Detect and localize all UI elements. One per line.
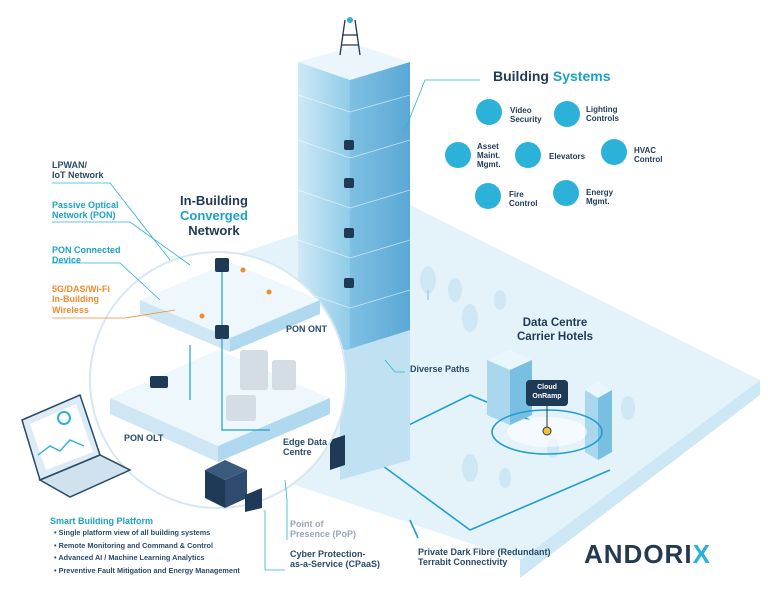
fire-extinguisher-icon [475, 183, 501, 209]
pon-device-label: PON Connected Device [52, 245, 121, 266]
system-label-line: Control [509, 199, 538, 209]
data-centre-title-line2: Carrier Hotels [517, 331, 594, 343]
wireless-line3: Wireless [52, 304, 89, 315]
pon-label: Passive Optical Network (PON) [52, 200, 119, 221]
ground-edge [520, 380, 760, 578]
leader-lines [52, 79, 480, 571]
elevator-icon [515, 142, 541, 168]
system-label-line: Energy [586, 188, 614, 197]
platform-feature-list: Single platform view of all building sys… [54, 527, 240, 577]
system-label-hvac-control: HVAC Control [634, 146, 662, 164]
platform-feature: Single platform view of all building sys… [54, 527, 240, 540]
system-label-elevators: Elevators [549, 152, 585, 161]
diverse-paths-label: Diverse Paths [410, 364, 470, 374]
pon-device-line1: PON Connected [52, 245, 121, 255]
system-label-line: Controls [586, 114, 619, 124]
lpwan-line2: IoT Network [52, 170, 104, 181]
data-centre-title: Data Centre Carrier Hotels [517, 316, 593, 344]
pon-line2: Network (PON) [52, 210, 116, 221]
wireless-line1: 5G/DAS/Wi-Fi [52, 284, 110, 294]
cloud-line2: OnRamp [532, 393, 562, 400]
system-label-line: Fire [509, 190, 524, 199]
building-systems-title-part2: Systems [552, 68, 611, 84]
cloud-onramp-label: Cloud OnRamp [529, 383, 565, 401]
pon-ont-label: PON ONT [286, 324, 328, 334]
system-label-line: Elevators [549, 152, 586, 161]
pop-line2: Presence (PoP) [290, 529, 357, 540]
system-label-energy-mgmt: Energy Mgmt. [586, 188, 613, 206]
fibre-line1: Private Dark Fibre (Redundant) [418, 547, 551, 557]
platform-title: Smart Building Platform [50, 516, 154, 526]
plug-icon [553, 180, 579, 206]
lpwan-label: LPWAN/ IoT Network [52, 160, 104, 181]
system-label-line: Asset [477, 142, 499, 151]
logo-text-x: X [692, 539, 711, 569]
platform-feature: Remote Monitoring and Command & Control [54, 540, 240, 553]
thermometer-icon [601, 139, 627, 165]
system-label-line: Mgmt. [586, 197, 610, 207]
network-title-line1: In-Building [180, 193, 248, 208]
pon-olt-label: PON OLT [124, 433, 164, 443]
system-label-line: Control [634, 155, 663, 165]
system-label-video-security: Video Security [510, 106, 542, 124]
trees [420, 266, 635, 488]
system-label-line: Video [510, 106, 532, 115]
point-of-presence-label: Point of Presence (PoP) [290, 519, 356, 540]
cloud-line1: Cloud [537, 384, 557, 391]
system-label-line: Security [510, 115, 542, 125]
system-label-line: Lighting [586, 105, 618, 114]
building-systems-title: Building Systems [493, 68, 610, 84]
in-building-network-circle [89, 251, 347, 512]
edge-line1: Edge Data [283, 437, 328, 447]
network-title-line3: Network [188, 223, 240, 238]
wireless-line2: In-Building [52, 294, 99, 305]
pon-device-line2: Device [52, 255, 82, 266]
logo-text-main: ANDORI [584, 539, 693, 569]
system-label-fire-control: Fire Control [509, 190, 537, 208]
cyber-line1: Cyber Protection- [290, 549, 366, 559]
edge-data-centre-label: Edge Data Centre [283, 437, 327, 458]
data-centre-title-line1: Data Centre [522, 317, 588, 329]
lpwan-line1: LPWAN/ [52, 160, 87, 170]
system-label-asset-maint: Asset Maint. Mgmt. [477, 142, 501, 170]
wireless-label: 5G/DAS/Wi-Fi In-Building Wireless [52, 284, 110, 315]
system-label-line: HVAC [634, 146, 657, 155]
tools-icon [445, 142, 471, 168]
platform-feature: Preventive Fault Mitigation and Energy M… [54, 565, 240, 578]
cyber-protection-label: Cyber Protection- as-a-Service (CPaaS) [290, 549, 380, 570]
system-label-line: Maint. [477, 151, 501, 161]
network-title-line2: Converged [180, 208, 248, 223]
edge-line2: Centre [283, 447, 312, 458]
lightbulb-icon [554, 101, 580, 127]
cyber-line2: as-a-Service (CPaaS) [290, 559, 381, 570]
cloud-onramp-box [526, 380, 568, 406]
building-systems-title-part1: Building [493, 68, 549, 84]
laptop-illustration [21, 393, 132, 498]
pop-line1: Point of [290, 519, 324, 529]
andorix-logo: ANDORIX [584, 539, 711, 570]
tower [297, 17, 411, 480]
camera-icon [476, 99, 502, 125]
fibre-line2: Terrabit Connectivity [418, 557, 508, 568]
dark-fibre-label: Private Dark Fibre (Redundant) Terrabit … [418, 547, 551, 568]
network-title: In-Building Converged Network [180, 193, 248, 238]
system-label-line: Mgmt. [477, 160, 501, 170]
system-label-lighting-controls: Lighting Controls [586, 105, 619, 123]
pon-line1: Passive Optical [52, 200, 119, 210]
platform-feature: Advanced AI / Machine Learning Analytics [54, 552, 240, 565]
